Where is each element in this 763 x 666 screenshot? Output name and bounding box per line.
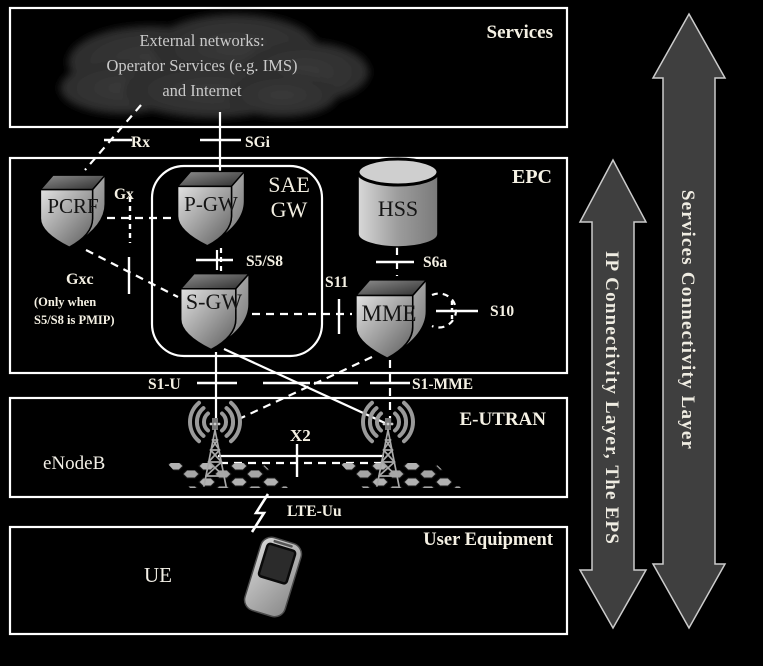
hss-node: HSS xyxy=(356,157,440,248)
sgi-label: SGi xyxy=(245,134,271,151)
left-enodeb-ground-icon xyxy=(167,463,288,488)
sae-gw-label-line1: SAE xyxy=(268,172,310,197)
sgw-node: S-GW xyxy=(179,272,250,351)
eutran-layer-box xyxy=(8,396,569,499)
epc-title: EPC xyxy=(512,166,552,188)
sae-gw-label-line2: GW xyxy=(271,197,308,222)
hss-label: HSS xyxy=(378,196,418,221)
gxc-link xyxy=(85,249,179,298)
s1mme-label: S1-MME xyxy=(412,376,473,393)
s10-label: S10 xyxy=(490,303,514,320)
mme-label: MME xyxy=(362,301,417,326)
ue-label: UE xyxy=(144,563,172,587)
lteuu-label: LTE-Uu xyxy=(287,503,342,520)
right-enodeb xyxy=(340,400,461,488)
hss-database-icon xyxy=(356,157,440,248)
ip-connectivity-arrow-shape xyxy=(578,158,648,630)
external-networks-cloud-icon xyxy=(60,14,369,118)
gx-label: Gx xyxy=(114,186,134,203)
user-equipment-title: User Equipment xyxy=(423,530,554,550)
cloud-text-line1: External networks: xyxy=(139,31,264,50)
ue-phone-icon xyxy=(243,536,303,618)
services-connectivity-arrow-label: Services Connectivity Layer xyxy=(677,190,698,450)
pcrf-label: PCRF xyxy=(47,194,98,218)
epc-layer-box xyxy=(8,156,569,375)
s11-label: S11 xyxy=(325,274,348,291)
gxc-note-line2: S5/S8 is PMIP) xyxy=(34,313,115,327)
lightning-bolt-icon xyxy=(250,493,270,533)
user-equipment-layer-box xyxy=(8,525,569,636)
s6a-label: S6a xyxy=(423,254,447,271)
ip-connectivity-arrow: IP Connectivity Layer, The EPS xyxy=(578,158,648,630)
enodeb-label: eNodeB xyxy=(43,453,105,474)
x2-label: X2 xyxy=(290,426,311,445)
s5s8-label: S5/S8 xyxy=(246,253,283,270)
cloud-text-line2: Operator Services (e.g. IMS) xyxy=(106,56,297,75)
services-layer-box xyxy=(8,6,569,129)
pcrf-node: PCRF xyxy=(39,174,106,248)
sgw-label: S-GW xyxy=(186,289,242,314)
services-connectivity-arrow-shape xyxy=(651,12,727,630)
mme-to-left-enodeb-link xyxy=(240,356,373,419)
rx-link xyxy=(84,104,142,171)
left-enodeb xyxy=(167,400,288,488)
rx-label: Rx xyxy=(131,134,150,151)
services-connectivity-arrow: Services Connectivity Layer xyxy=(651,12,727,630)
pgw-label: P-GW xyxy=(184,192,238,216)
sae-gw-group-box xyxy=(150,164,324,358)
s1u-label: S1-U xyxy=(148,376,181,393)
cloud-text-line3: and Internet xyxy=(162,81,242,100)
mme-node: MME xyxy=(355,279,428,360)
right-enodeb-ground-icon xyxy=(340,463,461,488)
gxc-note-line1: (Only when xyxy=(34,295,96,309)
ip-connectivity-arrow-label: IP Connectivity Layer, The EPS xyxy=(601,251,622,545)
pgw-node: P-GW xyxy=(176,170,246,247)
sgw-to-right-enodeb-link xyxy=(223,348,386,424)
services-title: Services xyxy=(487,22,553,43)
gxc-label: Gxc xyxy=(66,271,94,288)
eutran-title: E-UTRAN xyxy=(459,409,546,430)
